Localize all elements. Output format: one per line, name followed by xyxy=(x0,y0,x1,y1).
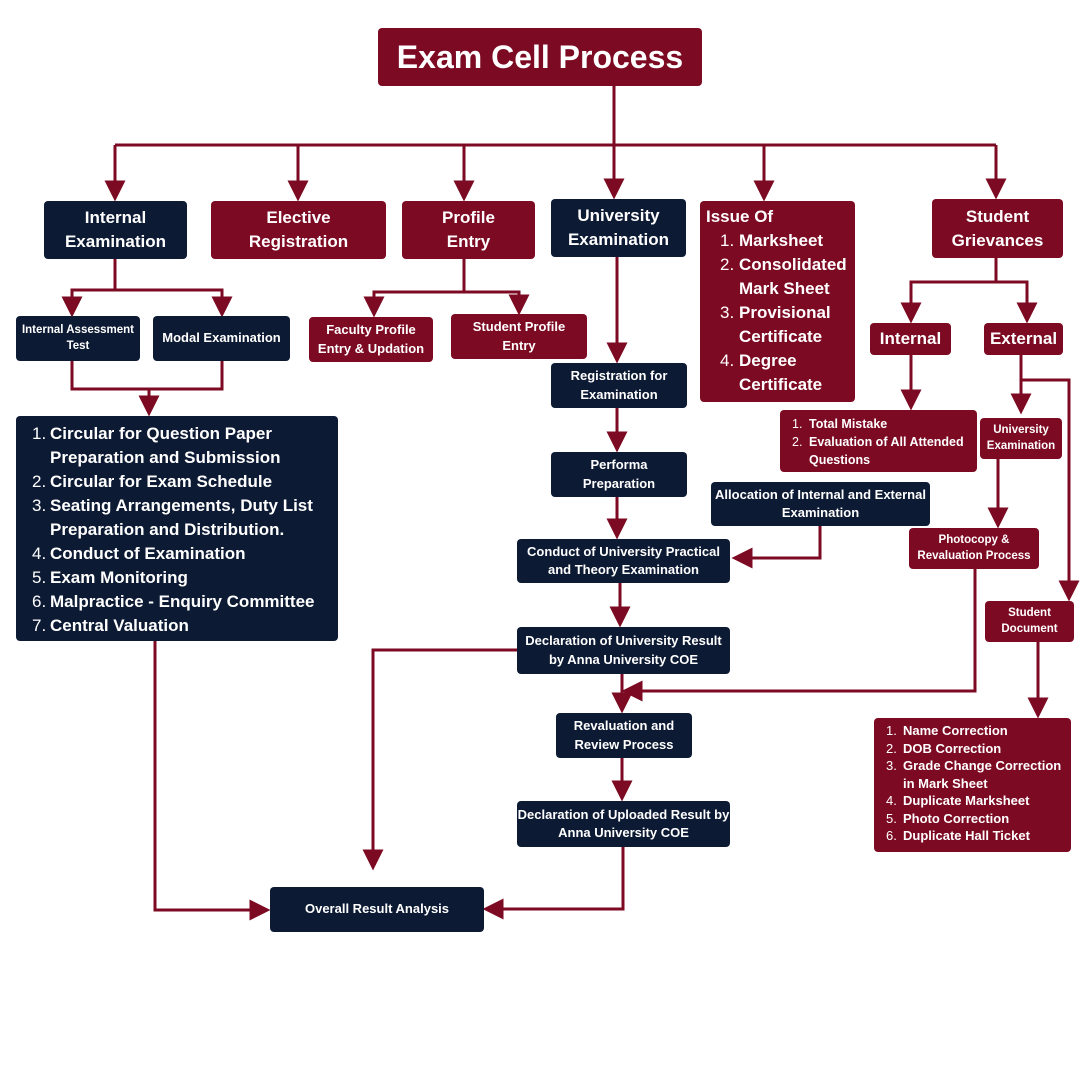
university-examination-label: University Examination xyxy=(567,206,670,249)
page-title: Exam Cell Process xyxy=(378,28,702,86)
declaration-uploaded-box: Declaration of Uploaded Result by Anna U… xyxy=(517,801,730,847)
arrow-declaration-to-overall xyxy=(362,648,517,871)
student-grievances-box: Student Grievances xyxy=(932,199,1063,258)
issue-of-item: Degree Certificate xyxy=(720,349,823,394)
internal-grievance-item: Total Mistake xyxy=(792,415,888,433)
allocation-label: Allocation of Internal and External Exam… xyxy=(715,486,926,520)
internal-step-item: Exam Monitoring xyxy=(32,566,188,590)
arrow-to-grievance-internal xyxy=(900,258,998,324)
arrow-steps-to-overall xyxy=(153,641,271,921)
university-examination-box: University Examination xyxy=(551,199,686,257)
issue-of-list: Marksheet Consolidated Mark Sheet Provis… xyxy=(706,229,849,397)
issue-of-item: Consolidated Mark Sheet xyxy=(720,253,847,298)
internal-examination-box: Internal Examination xyxy=(44,201,187,259)
internal-step-item: Conduct of Examination xyxy=(32,542,246,566)
faculty-profile-label: Faculty Profile Entry & Updation xyxy=(317,322,425,356)
grievance-external-box: External xyxy=(984,323,1063,355)
university-exam-grievance-label: University Examination xyxy=(986,423,1056,452)
student-profile-box: Student Profile Entry xyxy=(451,314,587,359)
faculty-profile-box: Faculty Profile Entry & Updation xyxy=(309,317,433,362)
internal-grievance-list: Total Mistake Evaluation of All Attended… xyxy=(792,415,971,469)
student-document-box: Student Document xyxy=(985,601,1074,642)
elective-registration-box: Elective Registration xyxy=(211,201,386,259)
document-items-box: Name Correction DOB Correction Grade Cha… xyxy=(874,718,1071,852)
declaration-uploaded-label: Declaration of Uploaded Result by Anna U… xyxy=(517,806,730,840)
student-grievances-label: Student Grievances xyxy=(951,206,1044,250)
arrow-to-student-profile xyxy=(464,290,530,316)
arrow-photocopy-to-revaluation xyxy=(621,569,977,702)
arrow-to-grievance-external xyxy=(996,280,1038,324)
internal-step-item: Central Valuation xyxy=(32,614,189,638)
issue-of-item: Provisional Certificate xyxy=(720,301,831,346)
internal-assessment-test-label: Internal Assessment Test xyxy=(21,323,135,352)
grievance-external-label: External xyxy=(989,329,1058,349)
document-item: Photo Correction xyxy=(886,810,1010,827)
modal-examination-label: Modal Examination xyxy=(162,330,281,346)
registration-box: Registration for Examination xyxy=(551,363,687,408)
document-item: Grade Change Correction in Mark Sheet xyxy=(886,757,1062,791)
photocopy-box: Photocopy & Revaluation Process xyxy=(909,528,1039,569)
issue-of-item: Marksheet xyxy=(720,229,824,253)
modal-examination-box: Modal Examination xyxy=(153,316,290,361)
declaration-label: Declaration of University Result by Anna… xyxy=(525,633,722,667)
document-item: Name Correction xyxy=(886,722,1008,739)
profile-entry-box: Profile Entry xyxy=(402,201,535,259)
document-items-list: Name Correction DOB Correction Grade Cha… xyxy=(886,722,1067,845)
revaluation-box: Revaluation and Review Process xyxy=(556,713,692,758)
internal-grievance-item: Evaluation of All Attended Questions xyxy=(792,433,964,467)
registration-label: Registration for Examination xyxy=(570,368,668,402)
student-profile-label: Student Profile Entry xyxy=(472,319,566,353)
internal-step-item: Malpractice - Enquiry Committee xyxy=(32,590,315,614)
page-title-text: Exam Cell Process xyxy=(396,39,684,75)
elective-registration-label: Elective Registration xyxy=(248,208,349,251)
profile-entry-label: Profile Entry xyxy=(442,208,495,251)
arrow-to-internal-assessment xyxy=(61,259,117,318)
document-item: Duplicate Marksheet xyxy=(886,792,1030,809)
issue-of-box: Issue Of Marksheet Consolidated Mark She… xyxy=(700,201,855,402)
arrow-allocation-to-conduct xyxy=(731,526,822,569)
internal-step-item: Seating Arrangements, Duty List Preparat… xyxy=(32,494,313,539)
photocopy-label: Photocopy & Revaluation Process xyxy=(917,533,1031,562)
allocation-box: Allocation of Internal and External Exam… xyxy=(711,482,930,526)
arrow-to-faculty-profile xyxy=(363,259,466,318)
merge-line xyxy=(70,361,224,391)
revaluation-label: Revaluation and Review Process xyxy=(573,718,675,752)
grievance-internal-label: Internal xyxy=(879,329,942,349)
internal-step-item: Circular for Exam Schedule xyxy=(32,470,273,494)
document-item: DOB Correction xyxy=(886,740,1002,757)
declaration-box: Declaration of University Result by Anna… xyxy=(517,627,730,674)
issue-of-heading: Issue Of xyxy=(706,207,774,226)
internal-assessment-test-box: Internal Assessment Test xyxy=(16,316,140,361)
internal-steps-list: Circular for Question Paper Preparation … xyxy=(32,422,332,638)
overall-result-box: Overall Result Analysis xyxy=(270,887,484,932)
internal-grievance-items-box: Total Mistake Evaluation of All Attended… xyxy=(780,410,977,472)
performa-label: Performa Preparation xyxy=(582,457,656,491)
student-document-label: Student Document xyxy=(1001,606,1058,635)
performa-box: Performa Preparation xyxy=(551,452,687,497)
document-item: Duplicate Hall Ticket xyxy=(886,827,1030,844)
arrow-to-modal-examination xyxy=(115,288,233,318)
arrow-uploaded-to-overall xyxy=(482,847,625,920)
overall-result-label: Overall Result Analysis xyxy=(304,901,450,917)
internal-steps-box: Circular for Question Paper Preparation … xyxy=(16,416,338,641)
arrow-to-student-document xyxy=(1021,378,1080,602)
internal-step-item: Circular for Question Paper Preparation … xyxy=(32,422,281,467)
grievance-internal-box: Internal xyxy=(870,323,951,355)
university-exam-grievance-box: University Examination xyxy=(980,418,1062,459)
conduct-label: Conduct of University Practical and Theo… xyxy=(527,543,720,577)
internal-examination-label: Internal Examination xyxy=(64,208,167,251)
conduct-box: Conduct of University Practical and Theo… xyxy=(517,539,730,583)
